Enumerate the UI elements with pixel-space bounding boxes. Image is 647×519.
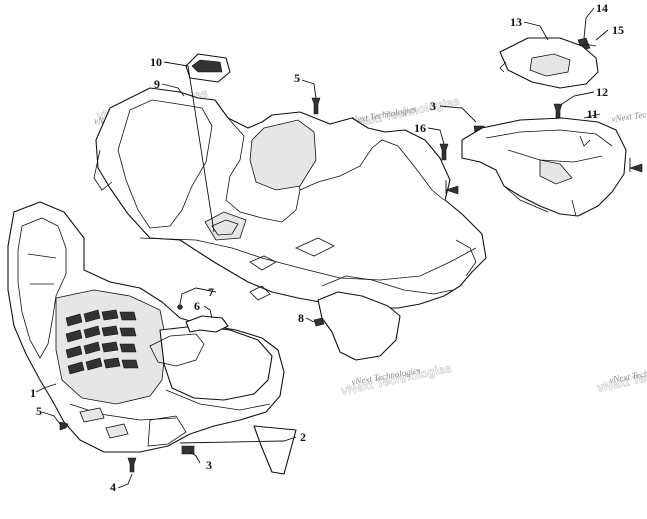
- callout-10: 10: [150, 55, 162, 69]
- leader-1: [35, 383, 57, 393]
- callout-11: 11: [587, 107, 598, 121]
- leader-14: [583, 7, 595, 39]
- screw-part-5-upper: [311, 97, 321, 115]
- callout-1: 1: [30, 386, 36, 400]
- leader-16: [427, 127, 445, 145]
- leader-3-lower: [189, 451, 201, 464]
- callout-16: 16: [414, 121, 426, 135]
- bolt-part-7: [177, 304, 183, 310]
- reference-arrow-right: [629, 163, 643, 173]
- callout-labels: 1 2 3 3 4 5 5 6 7 8 9 10 11 12 13 14 15 …: [30, 1, 624, 494]
- clip-part-3-lower: [181, 445, 195, 455]
- reference-arrow-left: [445, 185, 459, 195]
- leader-lines: [35, 7, 609, 489]
- leader-3-upper: [439, 105, 477, 123]
- callout-9: 9: [154, 77, 160, 91]
- leader-5-upper: [301, 79, 317, 99]
- leader-15: [595, 29, 609, 41]
- front-bumper-assembly: [7, 201, 285, 453]
- clip-part-6: [185, 315, 229, 333]
- storage-box: [461, 117, 627, 217]
- leader-2: [179, 436, 297, 444]
- leader-7: [179, 287, 217, 305]
- leader-8: [305, 317, 315, 323]
- callout-13: 13: [510, 15, 522, 29]
- callout-15: 15: [612, 23, 624, 37]
- callout-2: 2: [300, 430, 306, 444]
- cap-top-shade: [191, 59, 223, 73]
- bolt-part-4: [127, 457, 137, 473]
- callout-14: 14: [596, 1, 608, 15]
- front-body-panel: [93, 87, 487, 361]
- callout-5-upper: 5: [294, 71, 300, 85]
- callout-7: 7: [208, 285, 214, 299]
- screw-part-12: [553, 103, 563, 119]
- watermark-text: vNext Technologies: [611, 104, 647, 124]
- callout-12: 12: [596, 85, 608, 99]
- callout-5-lower: 5: [36, 404, 42, 418]
- screw-part-5-lower: [59, 421, 69, 431]
- reference-arrows: [445, 158, 643, 195]
- grille-slots: [65, 309, 139, 375]
- leader-6: [203, 305, 213, 319]
- leader-9: [161, 83, 185, 97]
- leader-10: [163, 61, 215, 233]
- callout-6: 6: [194, 299, 200, 313]
- callout-8: 8: [298, 311, 304, 325]
- leader-13: [523, 21, 549, 41]
- bracket-part-2: [253, 425, 297, 475]
- leader-11: [583, 113, 601, 119]
- fastener-part-8: [313, 317, 325, 327]
- leader-12: [561, 91, 595, 105]
- leader-5-lower: [41, 411, 61, 425]
- callout-3-lower: 3: [206, 458, 212, 472]
- nut-part-15: [583, 43, 597, 47]
- callout-3-upper: 3: [430, 99, 436, 113]
- callout-4: 4: [110, 480, 116, 494]
- storage-lid: [499, 37, 599, 89]
- leader-4: [117, 473, 133, 489]
- screw-part-16: [439, 143, 449, 161]
